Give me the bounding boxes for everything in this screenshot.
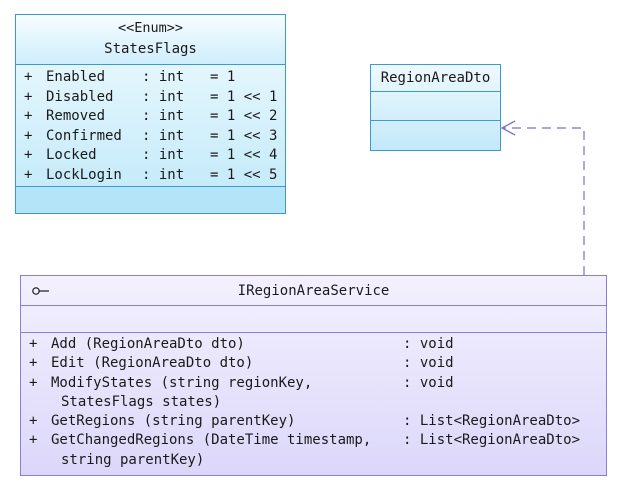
enum-attribute-row: + Disabled : int = 1 << 1 bbox=[24, 88, 285, 108]
enum-attribute-visibility: + bbox=[24, 127, 33, 144]
enum-attribute-row: + Enabled : int = 1 bbox=[24, 68, 285, 88]
regionareadto-class[interactable]: RegionAreaDto bbox=[370, 64, 501, 151]
operation-signature: GetChangedRegions (DateTime timestamp, bbox=[51, 432, 372, 449]
operation-return-type: : List<RegionAreaDto> bbox=[403, 413, 581, 430]
operation-visibility: + bbox=[29, 413, 38, 430]
operation-return-type: : void bbox=[403, 374, 454, 391]
operation-visibility: + bbox=[29, 374, 38, 391]
enum-attribute-name: Enabled bbox=[46, 69, 106, 85]
statesflags-enum-class[interactable]: <<Enum>> StatesFlags + Enabled : int = 1 + Di… bbox=[15, 14, 286, 214]
operation-signature-continuation: string parentKey) bbox=[61, 451, 205, 468]
enum-attribute-name: LockLogin bbox=[46, 166, 122, 183]
interface-operation-row: + Edit (RegionAreaDto dto) : void bbox=[29, 354, 606, 373]
enum-attribute-row: + Removed : int = 1 << 2 bbox=[24, 107, 285, 127]
dto-class-name: RegionAreaDto bbox=[371, 65, 500, 92]
enum-attribute-visibility: + bbox=[24, 166, 33, 183]
enum-attribute-value: = 1 << 5 bbox=[210, 166, 278, 183]
interface-operation-row: + Add (RegionAreaDto dto) : void bbox=[29, 335, 606, 354]
interface-operation-row: + GetRegions (string parentKey) : List<Reg… bbox=[29, 412, 606, 431]
operation-signature: GetRegions (string parentKey) bbox=[51, 413, 296, 430]
enum-attribute-name: Removed bbox=[46, 108, 106, 124]
enum-attribute-value: = 1 << 3 bbox=[210, 127, 278, 144]
interface-operation-row: + GetChangedRegions (DateTime timestamp,:… bbox=[29, 431, 606, 450]
iregionareaservice-interface[interactable]: IRegionAreaService + Add (RegionAreaDto d… bbox=[20, 275, 607, 476]
enum-stereotype: <<Enum>> bbox=[117, 20, 184, 36]
operation-visibility: + bbox=[29, 432, 38, 449]
enum-attribute-name: Disabled bbox=[46, 88, 114, 105]
enum-attribute-type: : int bbox=[142, 88, 185, 105]
realization-arrowhead bbox=[500, 120, 516, 136]
enum-class-name: StatesFlags bbox=[104, 41, 197, 57]
interface-operations-compartment: + Add (RegionAreaDto dto) : void + Edit (Reg… bbox=[21, 333, 606, 470]
enum-attribute-name: Locked bbox=[46, 147, 97, 163]
enum-attribute-row: + Confirmed : int = 1 << 3 bbox=[24, 127, 285, 147]
operation-signature: ModifyStates (string regionKey, bbox=[51, 374, 313, 391]
operation-signature: Add (RegionAreaDto dto) bbox=[51, 336, 245, 352]
enum-attribute-visibility: + bbox=[24, 88, 33, 105]
enum-attributes-compartment: + Enabled : int = 1 + Disabled : int = 1 << 1 + R… bbox=[16, 65, 285, 187]
enum-attribute-visibility: + bbox=[24, 69, 33, 85]
enum-attribute-type: : int bbox=[142, 166, 185, 183]
enum-attribute-type: : int bbox=[142, 127, 185, 144]
enum-attribute-row: + Locked : int = 1 << 4 bbox=[24, 146, 285, 166]
enum-attribute-row: + LockLogin : int = 1 << 5 bbox=[24, 166, 285, 186]
enum-attribute-value: = 1 << 2 bbox=[210, 108, 278, 124]
enum-attribute-type: : int bbox=[142, 108, 185, 124]
interface-operation-row: + ModifyStates (string regionKey, : void bbox=[29, 374, 606, 393]
operation-return-type: : void bbox=[403, 355, 454, 372]
enum-attribute-name: Confirmed bbox=[46, 127, 122, 144]
enum-attribute-visibility: + bbox=[24, 108, 33, 124]
dto-attributes-compartment bbox=[371, 92, 500, 121]
interface-header: IRegionAreaService bbox=[21, 276, 606, 306]
interface-attributes-compartment bbox=[21, 306, 606, 333]
operation-visibility: + bbox=[29, 355, 38, 372]
operation-signature: Edit (RegionAreaDto dto) bbox=[51, 355, 254, 372]
enum-attribute-type: : int bbox=[142, 69, 185, 85]
realization-dashed-line bbox=[503, 127, 585, 275]
interface-name: IRegionAreaService bbox=[237, 283, 390, 299]
operation-return-type: : List<RegionAreaDto> bbox=[403, 432, 581, 449]
enum-attribute-visibility: + bbox=[24, 147, 33, 163]
interface-lollipop-icon bbox=[32, 287, 49, 295]
enum-attribute-value: = 1 bbox=[210, 69, 236, 85]
operation-return-type: : void bbox=[403, 336, 454, 352]
enum-header: <<Enum>> StatesFlags bbox=[16, 15, 285, 65]
enum-attribute-value: = 1 << 1 bbox=[210, 88, 278, 105]
enum-attribute-type: : int bbox=[142, 147, 185, 163]
operation-visibility: + bbox=[29, 336, 38, 352]
dto-operations-compartment bbox=[371, 121, 500, 150]
enum-operations-compartment bbox=[16, 187, 285, 213]
operation-signature-continuation: StatesFlags states) bbox=[61, 393, 222, 410]
enum-attribute-value: = 1 << 4 bbox=[210, 147, 278, 163]
